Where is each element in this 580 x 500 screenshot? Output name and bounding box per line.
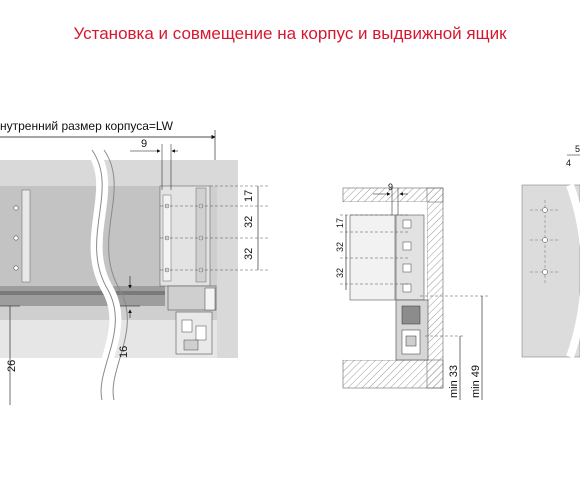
mid-dim-min49: min 49 [470, 365, 482, 398]
right-drawing: 5 4 [521, 144, 580, 359]
mid-dim-17: 17 [335, 218, 345, 228]
drawer-side-section [349, 214, 396, 301]
dim-32-upper: 32 [243, 216, 255, 228]
front-panel [521, 184, 580, 358]
dim-26: 26 [6, 360, 18, 372]
mid-dim-32-upper: 32 [335, 242, 345, 252]
left-drawing: нутренний размер корпуса=LW 9 17 32 32 1… [0, 119, 268, 405]
dim-16: 16 [118, 346, 130, 358]
drawer-rail [0, 286, 165, 306]
cabinet-bottom-section [342, 359, 444, 389]
mid-dim-9: 9 [388, 182, 393, 192]
cabinet-side-section [426, 187, 444, 389]
right-dim-top-a: 5 [575, 144, 580, 154]
inner-size-label: нутренний размер корпуса=LW [0, 119, 174, 133]
mid-dim-32-lower: 32 [335, 268, 345, 278]
page-title: Установка и совмещение на корпус и выдви… [73, 24, 507, 43]
right-dim-top-b: 4 [566, 158, 571, 168]
mid-dim-min33: min 33 [448, 365, 460, 398]
mounting-hole [542, 237, 548, 243]
mounting-hole [542, 207, 548, 213]
mounting-hole [542, 269, 548, 275]
dim-32-lower: 32 [243, 248, 255, 260]
dim-17: 17 [243, 190, 255, 202]
drawer-side-profile [21, 189, 31, 283]
dim-9: 9 [141, 138, 147, 150]
middle-drawing: 9 17 32 32 min 33 min 49 [335, 182, 488, 400]
